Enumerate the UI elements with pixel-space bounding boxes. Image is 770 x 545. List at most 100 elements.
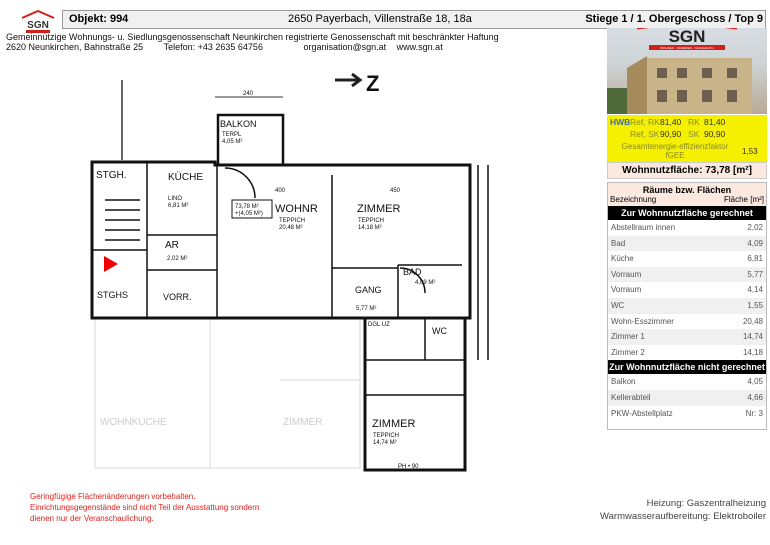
unit-location: Stiege 1 / 1. Obergeschoss / Top 9 bbox=[585, 13, 763, 25]
total-area: 73,78 M² bbox=[235, 204, 259, 210]
info-panel: HWB Ref, RK 81,40 RK 81,40 Ref, SK 90,90… bbox=[607, 115, 767, 431]
company-name: Gemeinnützige Wohnungs- u. Siedlungsgeno… bbox=[6, 32, 499, 42]
floor-plan: Z 240 WOHNKÜCHE ZIMMER STGH. bbox=[90, 71, 489, 472]
room-name: WC bbox=[611, 300, 625, 310]
address: 2650 Payerbach, Villenstraße 18, 18a bbox=[288, 13, 472, 25]
floor-type: TEPPICH bbox=[358, 218, 384, 224]
ref-rk-label: Ref, RK bbox=[630, 117, 660, 127]
header-bar: Objekt: 994 2650 Payerbach, Villenstraße… bbox=[62, 10, 766, 29]
energy-box: HWB Ref, RK 81,40 RK 81,40 Ref, SK 90,90… bbox=[607, 115, 767, 162]
floor-type: TEPPICH bbox=[279, 218, 305, 224]
dim-label: 400 bbox=[275, 188, 286, 194]
floor-type: TERPL bbox=[222, 132, 242, 138]
disclaimer-line: Geringfügige Flächenänderungen vorbehalt… bbox=[30, 492, 196, 501]
room-label-vorr: VORR. bbox=[163, 292, 192, 302]
disclaimer: Geringfügige Flächenänderungen vorbehalt… bbox=[30, 491, 259, 524]
room-area: 1,55 bbox=[747, 300, 763, 310]
room-name: Zimmer 1 bbox=[611, 332, 645, 342]
room-name: Bad bbox=[611, 238, 626, 248]
heating-info: Heizung: Gaszentralheizung Warmwasserauf… bbox=[600, 497, 766, 523]
room-area: 4,14 bbox=[747, 285, 763, 295]
ref-rk-value: 81,40 bbox=[660, 117, 682, 127]
room-label-stgh: STGH. bbox=[96, 170, 127, 181]
table-row: Zimmer 2 14,18 bbox=[608, 345, 766, 361]
room-name: Kellerabteil bbox=[611, 392, 651, 402]
room-label-stghs: STGHS bbox=[97, 290, 128, 300]
table-row: Zimmer 1 14,74 bbox=[608, 329, 766, 345]
room-area: 20,48 M² bbox=[279, 225, 303, 231]
floor-type: TEPPICH bbox=[373, 433, 399, 439]
company-phone: Telefon: +43 2635 64756 bbox=[163, 42, 263, 52]
wohnnutzflaeche: Wohnnutzfläche: 73,78 [m²] bbox=[607, 162, 767, 179]
room-label-wohnr: WOHNR bbox=[275, 203, 318, 215]
room-label-balkon: BALKON bbox=[220, 119, 257, 129]
col-name: Bezeichnung bbox=[610, 195, 657, 204]
room-name: Zimmer 2 bbox=[611, 347, 645, 357]
company-email[interactable]: organisation@sgn.at bbox=[303, 42, 387, 52]
room-label-kueche: KÜCHE bbox=[168, 171, 203, 183]
room-area: 4,09 M² bbox=[415, 280, 435, 286]
room-label-dgl: DGL UZ bbox=[368, 322, 390, 328]
disclaimer-line: Einrichtungsgegenstände sind nicht Teil … bbox=[30, 503, 260, 512]
room-area: 4,66 bbox=[747, 392, 763, 402]
dim-label: PH • 90 bbox=[398, 464, 419, 470]
ref-sk-label: Ref, SK bbox=[630, 129, 660, 139]
room-label-gang: GANG bbox=[355, 285, 382, 295]
room-area: 14,74 M² bbox=[373, 440, 397, 446]
company-website[interactable]: www.sgn.at bbox=[396, 42, 443, 52]
room-area: 14,18 M² bbox=[358, 225, 382, 231]
room-area: 4,05 M² bbox=[222, 139, 242, 145]
table-row: WC 1,55 bbox=[608, 297, 766, 314]
fgee-label: Gesamtenergie-effizienzfaktor fGEE bbox=[621, 142, 729, 160]
disclaimer-line: dienen nur der Veranschaulichung. bbox=[30, 514, 154, 523]
object-number: Objekt: 994 bbox=[69, 13, 129, 25]
room-name: Balkon bbox=[611, 377, 636, 387]
room-label-zimmer: ZIMMER bbox=[357, 203, 400, 215]
hwb-label: HWB bbox=[610, 117, 631, 127]
heating-type: Heizung: Gaszentralheizung bbox=[646, 498, 766, 509]
sk-value: 90,90 bbox=[704, 129, 726, 139]
building-photo: SGN WOHNEN · SANIEREN · NACHHALTIG bbox=[607, 28, 767, 114]
room-area: 4,05 bbox=[747, 377, 763, 387]
company-address: 2620 Neunkirchen, Bahnstraße 25 bbox=[6, 42, 144, 52]
company-info: Gemeinnützige Wohnungs- u. Siedlungsgeno… bbox=[6, 32, 499, 52]
sk-label: SK bbox=[688, 129, 700, 139]
room-label-wc: WC bbox=[432, 326, 447, 336]
room-name: Vorraum bbox=[611, 269, 642, 279]
dim-label: 450 bbox=[390, 188, 401, 194]
room-name: PKW-Abstellplatz bbox=[611, 408, 673, 418]
room-area: 14,74 bbox=[742, 332, 763, 342]
room-area: 14,18 bbox=[742, 347, 763, 357]
svg-text:SGN: SGN bbox=[669, 28, 706, 46]
included-header: Zur Wohnnutzfläche gerechnet bbox=[608, 206, 766, 220]
table-row: Balkon 4,05 bbox=[608, 374, 766, 390]
room-name: Küche bbox=[611, 254, 634, 264]
balcony-area: +(4,05 M²) bbox=[235, 211, 263, 217]
north-arrow-icon bbox=[335, 72, 363, 88]
room-label-ar: AR bbox=[165, 240, 179, 251]
room-area: 2,02 bbox=[747, 223, 763, 232]
room-label-bad: BAD bbox=[403, 267, 422, 277]
table-row: Vorraum 5,77 bbox=[608, 266, 766, 283]
fgee-value: 1,53 bbox=[742, 146, 758, 156]
rooms-title: Räume bzw. Flächen bbox=[608, 183, 766, 195]
col-area: Fläche [m²] bbox=[723, 195, 764, 204]
rooms-table: Räume bzw. Flächen Bezeichnung Fläche [m²… bbox=[607, 182, 767, 431]
ref-sk-value: 90,90 bbox=[660, 129, 682, 139]
ghost-room-label: WOHNKÜCHE bbox=[100, 416, 167, 428]
room-area: 5,77 bbox=[747, 269, 763, 279]
ghost-room-label: ZIMMER bbox=[283, 417, 322, 428]
room-area: 6,81 bbox=[747, 254, 763, 264]
rk-value: 81,40 bbox=[704, 117, 726, 127]
water-heating: Warmwasseraufbereitung: Elektroboiler bbox=[600, 511, 766, 522]
location-marker-icon bbox=[104, 256, 118, 272]
svg-text:WOHNEN · SANIEREN · NACHHALTIG: WOHNEN · SANIEREN · NACHHALTIG bbox=[660, 46, 714, 50]
table-row: Küche 6,81 bbox=[608, 251, 766, 267]
room-area: 20,48 bbox=[742, 316, 763, 326]
room-area: 5,77 M² bbox=[356, 306, 376, 312]
room-area: 2,02 M² bbox=[167, 256, 187, 262]
